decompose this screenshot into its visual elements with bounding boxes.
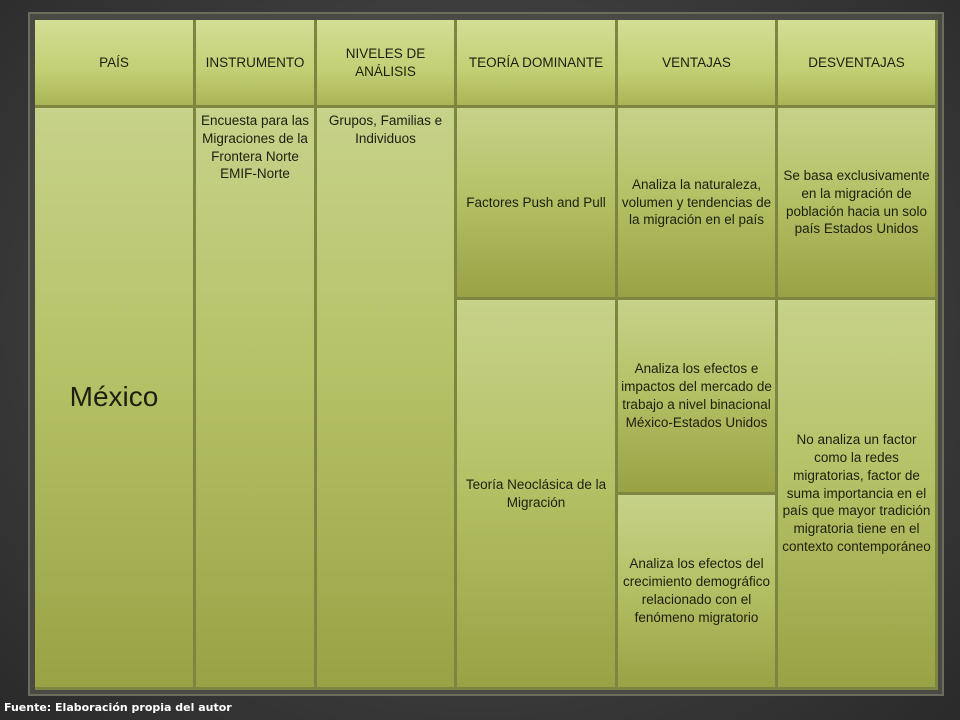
cell-teoria-1: Factores Push and Pull [457,108,618,300]
header-pais: PAÍS [35,20,196,108]
cell-teoria-2: Teoría Neoclásica de la Migración [457,300,618,690]
cell-ventaja-2: Analiza los efectos e impactos del merca… [618,300,778,495]
header-instrumento: INSTRUMENTO [196,20,317,108]
source-note: Fuente: Elaboración propia del autor [4,701,232,714]
cell-pais: México [35,108,196,690]
cell-instrumento: Encuesta para las Migraciones de la Fron… [196,108,317,690]
table-frame: PAÍS INSTRUMENTO NIVELES DE ANÁLISIS TEO… [28,12,944,696]
header-desventajas: DESVENTAJAS [778,20,938,108]
cell-desventaja-1: Se basa exclusivamente en la migración d… [778,108,938,300]
cell-niveles: Grupos, Familias e Individuos [317,108,457,690]
cell-desventaja-2: No analiza un factor como la redes migra… [778,300,938,690]
header-ventajas: VENTAJAS [618,20,778,108]
header-teoria: TEORÍA DOMINANTE [457,20,618,108]
cell-ventaja-3: Analiza los efectos del crecimiento demo… [618,495,778,690]
header-niveles: NIVELES DE ANÁLISIS [317,20,457,108]
cell-ventaja-1: Analiza la naturaleza, volumen y tendenc… [618,108,778,300]
